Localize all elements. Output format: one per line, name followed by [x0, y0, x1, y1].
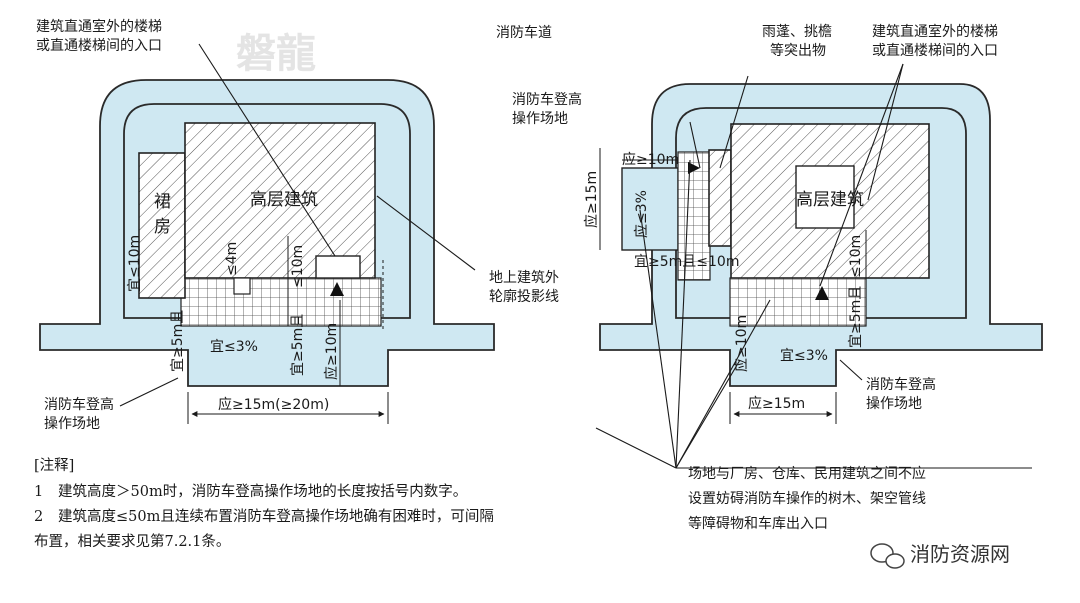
left-highrise-label: 高层建筑 — [250, 190, 318, 210]
right-entry-leader-1 — [867, 63, 904, 201]
right-entry-triangle-icon-2 — [815, 286, 829, 300]
right-labels: 雨蓬、挑檐 等突出物 建筑直通室外的楼梯 或直通楼梯间的入口 消防车登高 操作场… — [512, 23, 998, 532]
brand-footer: 消防资源网 — [870, 542, 1010, 569]
fire-lane-label: 消防车道 — [496, 24, 552, 41]
right-platform-bottom-leader — [839, 359, 863, 381]
left-podium-depth-dim: 宜≤10m — [127, 235, 143, 292]
left-entry-label-1: 建筑直通室外的楼梯 — [36, 18, 162, 35]
right-entry-label-1: 建筑直通室外的楼梯 — [872, 23, 998, 40]
canopy-label-2: 等突出物 — [770, 42, 826, 59]
left-slope-dim: 宜≤3% — [210, 339, 258, 355]
left-entrance-box — [315, 255, 361, 279]
wechat-icon — [870, 543, 905, 569]
left-gap-5m-dim-b: 宜≥5m且 — [290, 314, 306, 376]
outline-label-1: 地上建筑外 — [489, 270, 559, 286]
podium-label-1: 裙 — [154, 192, 171, 212]
right-entry-leader-2 — [819, 63, 904, 287]
left-highrise — [184, 122, 376, 279]
left-outline-leader — [376, 195, 476, 271]
right-platform-bottom-label-2: 操作场地 — [866, 396, 922, 412]
left-entry-leader — [198, 43, 336, 257]
brand-text: 消防资源网 — [910, 542, 1010, 566]
podium-label-2: 房 — [154, 217, 171, 237]
left-platform-label-2: 操作场地 — [44, 416, 100, 432]
right-grid-pad — [729, 277, 867, 327]
note-1-number: 1 — [34, 484, 43, 500]
left-length-dim-label: 应≥15m(≥20m) — [218, 396, 329, 413]
right-slope-v-dim: 应≤3% — [633, 190, 650, 238]
obstruction-leader-4 — [675, 359, 741, 469]
right-platform-leader — [689, 121, 701, 169]
right-entry-label-2: 或直通楼梯间的入口 — [872, 42, 998, 59]
canopy-label-1: 雨蓬、挑檐 — [762, 24, 832, 40]
right-10m-top-dim: 应≥10m — [622, 151, 679, 168]
obstruction-leader-3 — [675, 299, 771, 469]
left-dim-ext — [187, 392, 389, 424]
obstruction-leader-5 — [595, 427, 677, 469]
left-platform-leader — [119, 377, 179, 407]
left-small-box — [233, 277, 251, 295]
notes-title: [注释] — [34, 457, 74, 474]
right-10m-low-dim: 应≥10m — [733, 315, 750, 372]
left-labels: 建筑直通室外的楼梯 或直通楼梯间的入口 消防车道 裙 房 高层建筑 地上建筑外 … — [36, 18, 559, 432]
right-15m-dim: 应≥15m — [583, 171, 600, 228]
obstruction-leader-2 — [639, 209, 677, 469]
left-entry-label-2: 或直通楼梯间的入口 — [36, 37, 162, 54]
obstruction-label-3: 等障碍物和车库出入口 — [688, 515, 828, 532]
left-grid-pad — [180, 277, 382, 327]
right-gap-dim: 宜≥5m且≤10m — [634, 254, 739, 270]
left-4m-dim: ≤4m — [224, 242, 240, 276]
left-entry-triangle-icon — [330, 282, 344, 296]
left-gap-5m-dim-a: 宜≥5m且 — [170, 310, 186, 372]
right-length-dim-label: 应≥15m — [748, 395, 805, 412]
right-platform-top-label-2: 操作场地 — [512, 111, 568, 127]
left-site-plan — [39, 43, 495, 424]
right-5m-side-dim: 宜≥5m且 — [848, 286, 864, 348]
left-width-dim: 应≥10m — [323, 323, 340, 380]
watermark-text: 磐龍 — [236, 31, 316, 77]
note-1-text: 建筑高度＞50m时，消防车登高操作场地的长度按括号内数字。 — [58, 483, 467, 500]
right-highrise-label: 高层建筑 — [796, 190, 864, 210]
notes-block: [注释] 1 建筑高度＞50m时，消防车登高操作场地的长度按括号内数字。 2 建… — [34, 457, 494, 550]
right-platform-top — [621, 167, 679, 251]
right-canopy — [708, 149, 732, 247]
note-2-text-b: 布置，相关要求见第7.2.1条。 — [34, 532, 230, 550]
right-slope-h-dim: 宜≤3% — [780, 348, 828, 364]
right-grid-strip — [677, 151, 711, 281]
right-dim-ext — [729, 392, 837, 424]
right-entry-triangle-icon-1 — [688, 162, 700, 174]
canopy-leader — [719, 75, 749, 169]
left-platform-label-1: 消防车登高 — [44, 396, 114, 413]
obstruction-label-2: 设置妨碍消防车操作的树木、架空管线 — [688, 490, 926, 507]
left-podium — [138, 152, 186, 299]
obstruction-leader-1 — [675, 159, 691, 469]
note-2-number: 2 — [34, 509, 43, 525]
right-10m-side-dim: ≤10m — [848, 235, 864, 278]
right-platform-bottom-label-1: 消防车登高 — [866, 376, 936, 393]
outline-label-2: 轮廓投影线 — [489, 288, 559, 305]
right-site-plan — [595, 63, 1043, 469]
obstruction-label-1: 场地与厂房、仓库、民用建筑之间不应 — [688, 465, 926, 482]
note-2-text-a: 建筑高度≤50m且连续布置消防车登高操作场地确有困难时，可间隔 — [58, 508, 494, 525]
right-inner-box — [795, 165, 855, 229]
right-platform-top-label-1: 消防车登高 — [512, 91, 582, 108]
left-gap-10m-dim: ≤10m — [290, 245, 306, 288]
